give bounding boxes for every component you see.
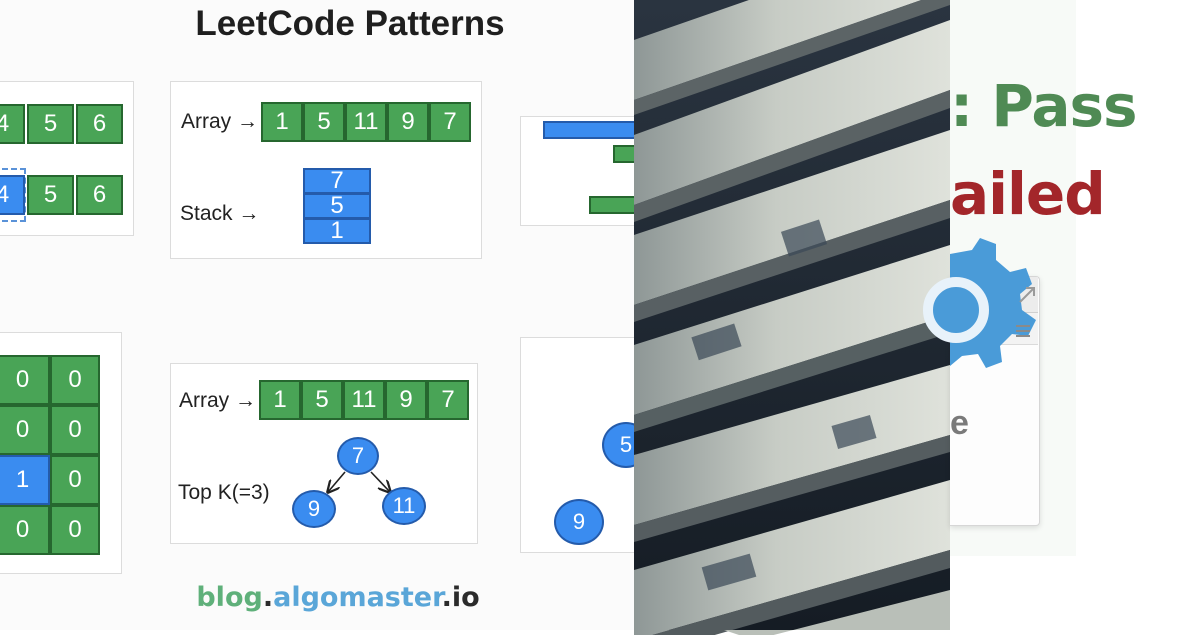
failed-text: ailed — [950, 160, 1106, 228]
matrix-cell: 0 — [50, 355, 100, 405]
heap-node-left: 9 — [292, 490, 336, 528]
page-title: LeetCode Patterns — [195, 4, 505, 43]
array-cell: 6 — [76, 175, 123, 215]
array-label: Array → — [181, 110, 259, 133]
matrix-cell: 0 — [50, 505, 100, 555]
pass-text: : Pass — [950, 72, 1138, 140]
matrix-cell-highlighted: 1 — [0, 455, 50, 505]
heap-node-root: 7 — [337, 437, 379, 475]
url-part-algomaster: algomaster — [273, 582, 442, 613]
gear-icon — [923, 238, 1036, 368]
matrix-cell: 0 — [50, 405, 100, 455]
array-cell: 5 — [301, 380, 343, 420]
url-dot: . — [441, 582, 452, 613]
matrix-cell: 0 — [50, 455, 100, 505]
site-url: blog.algomaster.io — [0, 582, 676, 613]
partial-label: e — [950, 404, 969, 442]
leetcode-patterns-panel: LeetCode Patterns 4 5 6 4 5 6 Array → 1 … — [0, 4, 660, 613]
array-cell: 1 — [259, 380, 301, 420]
stack-cell: 5 — [303, 192, 371, 219]
array-cell: 11 — [345, 102, 387, 142]
matrix-cell: 0 — [0, 405, 50, 455]
array-cell: 5 — [27, 104, 74, 144]
array-cell: 9 — [385, 380, 427, 420]
graph-node: 9 — [554, 499, 604, 545]
building-photo — [634, 0, 950, 635]
array-cell: 5 — [303, 102, 345, 142]
array-cell: 6 — [76, 104, 123, 144]
array-cell: 7 — [427, 380, 469, 420]
matrix-cell: 0 — [0, 505, 50, 555]
building-balconies-image — [634, 0, 950, 635]
stack-label: Stack → — [180, 202, 260, 225]
url-dot: . — [262, 582, 274, 613]
array-cell: 11 — [343, 380, 385, 420]
heap-node-right: 11 — [382, 487, 426, 525]
topk-label: Top K(=3) — [178, 481, 270, 504]
array-cell: 5 — [27, 175, 74, 215]
array-label: Array → — [179, 389, 257, 412]
url-part-io: io — [451, 582, 480, 613]
array-cell: 7 — [429, 102, 471, 142]
expand-icon[interactable] — [1016, 284, 1038, 306]
array-cell: 9 — [387, 102, 429, 142]
array-cell: 4 — [0, 104, 25, 144]
pointer-highlight — [0, 168, 26, 222]
matrix-cell: 0 — [0, 355, 50, 405]
test-results-panel: : Pass ailed e — [923, 0, 1200, 630]
menu-icon[interactable] — [1014, 322, 1034, 340]
array-cell: 1 — [261, 102, 303, 142]
array-cell-highlighted: 4 — [0, 175, 25, 215]
stack-cell: 1 — [303, 217, 371, 244]
url-part-blog: blog — [196, 582, 263, 613]
